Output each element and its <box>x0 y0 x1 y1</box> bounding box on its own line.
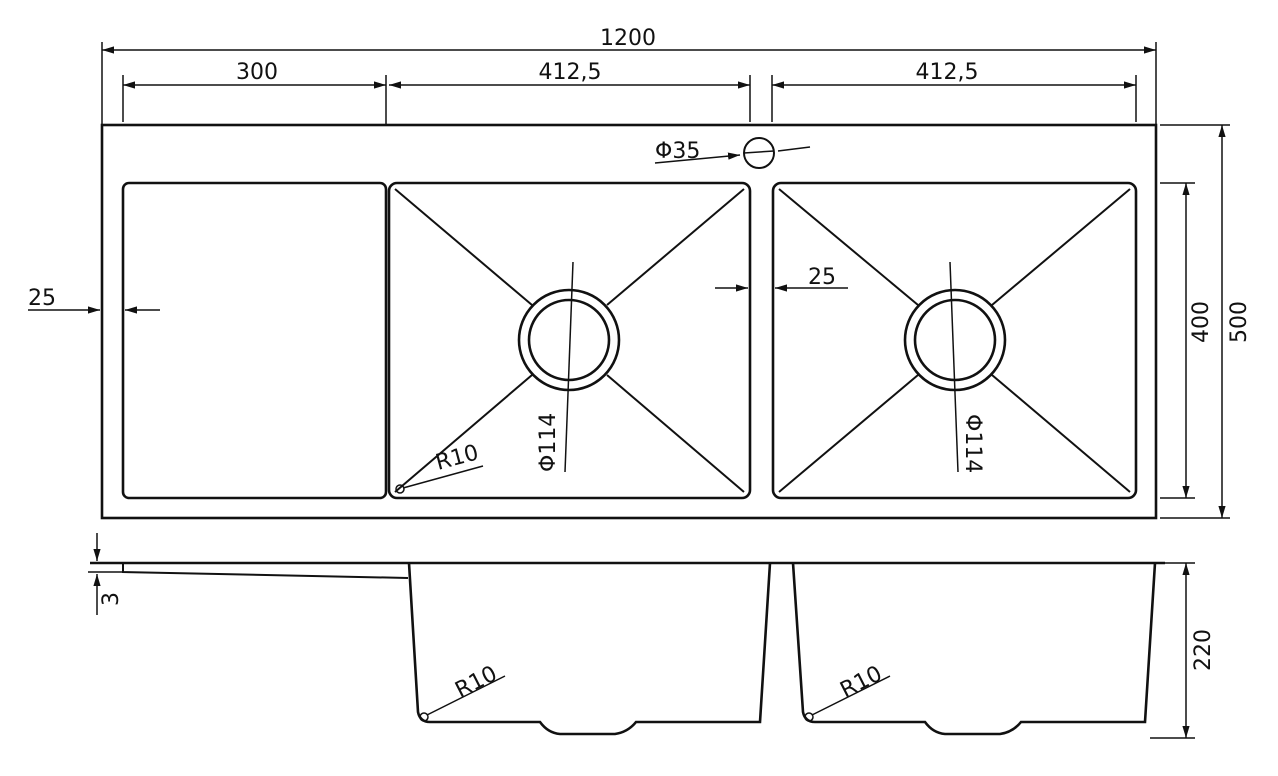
dim-label-3: 3 <box>99 592 124 606</box>
bowl-left <box>387 181 752 500</box>
dimension-overall-width: 1200 <box>101 26 1157 125</box>
dim-label-25-divider: 25 <box>808 265 836 290</box>
dim-label-drain-right: Φ114 <box>960 414 985 473</box>
dim-label-25-left: 25 <box>28 286 56 311</box>
dim-label-412-5-left: 412,5 <box>539 60 602 85</box>
dimension-bowl-right-width: 412,5 <box>771 60 1137 122</box>
dimension-bowl-height: 220 <box>1150 562 1216 739</box>
dim-label-r10-section-left: R10 <box>451 661 501 703</box>
dim-label-drain-left: Φ114 <box>536 413 561 472</box>
dimension-drain-right: Φ114 <box>949 261 985 473</box>
dim-label-300: 300 <box>236 60 278 85</box>
dimension-drainboard-width: 300 <box>122 60 387 125</box>
drain-left-outer <box>517 288 621 392</box>
dimension-radius-section-left: R10 <box>419 661 506 722</box>
plan-view: Φ35 25 25 R10 Φ114 Φ114 <box>28 123 1252 520</box>
tap-hole: Φ35 <box>654 137 811 169</box>
dimension-radius-section-right: R10 <box>804 661 891 722</box>
dim-label-r10-section-right: R10 <box>836 661 886 703</box>
section-view: R10 R10 3 220 <box>88 533 1216 739</box>
bowl-right <box>771 181 1138 500</box>
dimension-drain-left: Φ114 <box>536 261 574 473</box>
dimension-radius-plan: R10 <box>395 440 484 494</box>
drainboard <box>121 181 388 500</box>
dimension-bowl-left-width: 412,5 <box>389 60 751 122</box>
drain-right-inner <box>913 298 997 382</box>
dim-label-220: 220 <box>1191 629 1216 671</box>
bowl-right-section <box>791 562 1157 736</box>
drainboard-section <box>122 563 409 579</box>
sink-outline <box>100 123 1158 520</box>
dimension-overall-depth: 500 <box>1160 124 1252 519</box>
dim-label-r10-plan: R10 <box>433 440 481 475</box>
bowl-left-section <box>407 562 772 736</box>
dim-label-tap-hole: Φ35 <box>655 139 700 164</box>
dimension-edge-left: 25 <box>28 286 160 314</box>
dim-label-400: 400 <box>1189 301 1214 343</box>
dimension-thickness: 3 <box>88 533 124 615</box>
dimension-divider: 25 <box>715 265 848 292</box>
dim-label-1200: 1200 <box>600 26 656 51</box>
dim-label-500: 500 <box>1227 301 1252 343</box>
dimension-bowl-depth: 400 <box>1160 182 1214 499</box>
dim-label-412-5-right: 412,5 <box>916 60 979 85</box>
